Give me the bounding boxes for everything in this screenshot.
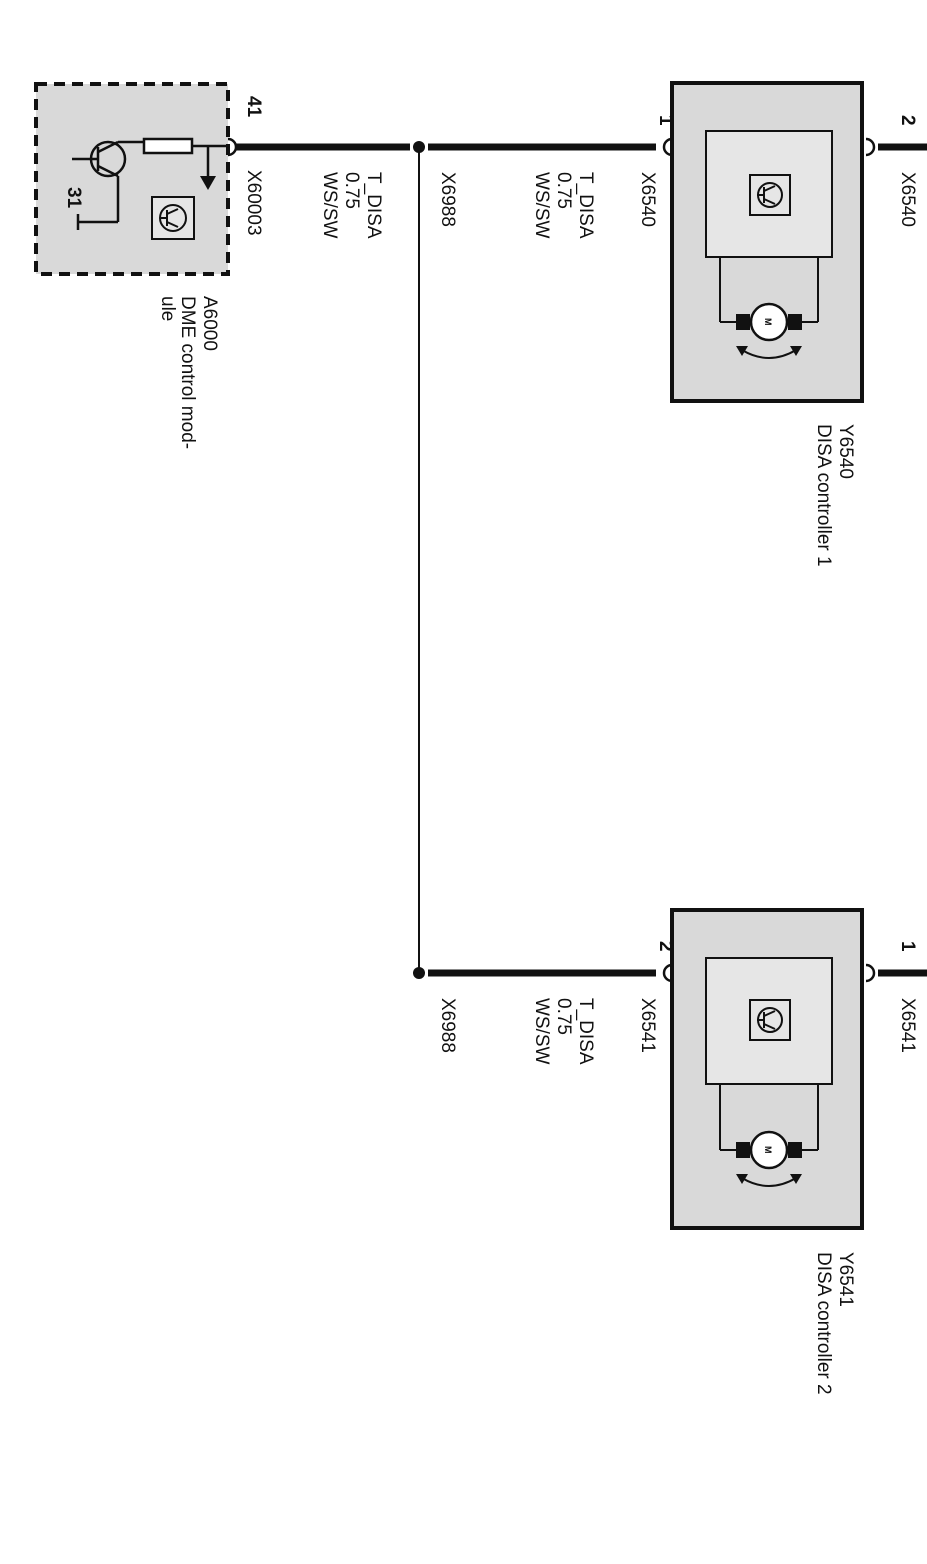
controller2-socket-out-icon <box>865 963 876 983</box>
controller1-transistor-icon <box>749 174 791 216</box>
splice-node-top <box>413 141 425 153</box>
controller1-socket-in-icon <box>662 137 673 157</box>
controller2-box[interactable]: M <box>670 908 864 1230</box>
dme-module-name-line1: DME control mod- <box>177 296 198 449</box>
dme-module-box <box>34 82 230 276</box>
transistor-icon <box>72 140 144 230</box>
dme-ground-pin: 31 <box>63 187 84 209</box>
controller1-socket-out-icon <box>865 137 876 157</box>
controller2-motor-letter: M <box>763 1146 773 1154</box>
wires <box>236 143 927 977</box>
electronic-module-icon <box>151 196 195 240</box>
dme-module-id: A6000 <box>199 296 220 351</box>
splice-label-top: X6988 <box>437 172 458 227</box>
controller1-motor-letter: M <box>763 318 773 326</box>
controller2-wire-color: WS/SW <box>531 998 552 1065</box>
splice-label-bottom: X6988 <box>437 998 458 1053</box>
controller1-pin-out: 2 <box>897 115 918 126</box>
controller1-connector-out: X6540 <box>897 172 918 227</box>
controller2-connector-out: X6541 <box>897 998 918 1053</box>
controller2-wire-signal: T_DISA <box>575 998 596 1065</box>
connector-socket-icon <box>227 137 238 157</box>
controller2-pin-out: 1 <box>897 941 918 952</box>
dme-module-name-line2: ule <box>157 296 178 321</box>
controller1-rotation-arrow-icon <box>736 346 802 359</box>
controller1-id: Y6540 <box>835 424 856 479</box>
controller2-rotation-arrow-icon <box>736 1174 802 1187</box>
controller2-wire-gauge: 0.75 <box>553 998 574 1035</box>
controller1-box[interactable]: M <box>670 81 864 403</box>
controller1-wire-gauge: 0.75 <box>553 172 574 209</box>
controller1-wire-signal: T_DISA <box>575 172 596 239</box>
controller2-transistor-icon <box>749 999 791 1041</box>
controller2-socket-in-icon <box>662 963 673 983</box>
dme-module[interactable]: 31 <box>34 82 238 276</box>
dme-connector-label: X60003 <box>243 170 264 236</box>
controller2-pin-in: 2 <box>655 941 676 952</box>
controller1-name: DISA controller 1 <box>813 424 834 567</box>
wire-main-gauge: 0.75 <box>341 172 362 209</box>
controller2-name: DISA controller 2 <box>813 1252 834 1395</box>
arrow-down-icon <box>200 146 216 190</box>
controller1-connector-in: X6540 <box>637 172 658 227</box>
controller2-id: Y6541 <box>835 1252 856 1307</box>
wire-main-color: WS/SW <box>319 172 340 239</box>
resistor-icon <box>142 137 194 155</box>
splice-node-bottom <box>413 967 425 979</box>
wire-main-signal: T_DISA <box>363 172 384 239</box>
controller1-pin-in: 1 <box>655 115 676 126</box>
controller2-connector-in: X6541 <box>637 998 658 1053</box>
controller2-motor-icon <box>736 1130 802 1170</box>
controller1-wire-color: WS/SW <box>531 172 552 239</box>
controller1-motor-icon <box>736 302 802 342</box>
dme-pin-label: 41 <box>243 96 264 118</box>
